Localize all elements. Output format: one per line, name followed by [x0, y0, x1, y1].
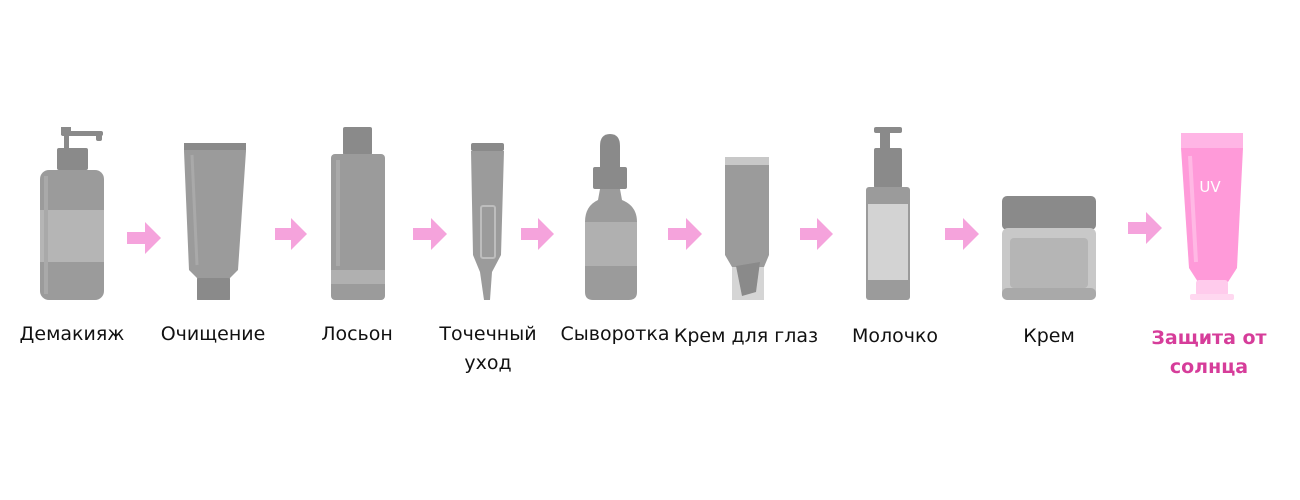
lotion-bottle-icon	[331, 127, 385, 300]
step-label-serum: Сыворотка	[560, 323, 670, 345]
pump-flask-icon	[866, 127, 910, 300]
arrow-icon	[1128, 212, 1162, 244]
step-label-milk: Молочко	[851, 325, 939, 347]
cream-jar-icon	[1002, 196, 1096, 300]
arrow-icon	[127, 222, 161, 254]
spot-treatment-tube-icon	[471, 143, 504, 300]
eye-cream-tube-icon	[725, 157, 769, 300]
uv-badge-text: UV	[1199, 178, 1221, 196]
step-label-makeup-removal: Демакияж	[19, 323, 125, 345]
arrow-icon	[275, 218, 307, 250]
step-label-lotion: Лосьон	[321, 323, 393, 345]
arrow-icon	[413, 218, 447, 250]
step-label-eye-cream: Крем для глаз	[673, 325, 819, 347]
step-label-cleansing: Очищение	[160, 323, 266, 345]
arrow-icon	[945, 218, 979, 250]
sunscreen-tube-icon: UV	[1181, 133, 1243, 300]
arrow-icon	[800, 218, 833, 250]
tube-icon	[184, 143, 246, 300]
step-label-sun-protection: Защита от солнца	[1151, 327, 1267, 378]
step-label-spot-treatment: Точечный уход	[439, 323, 537, 374]
pump-bottle-icon	[40, 127, 104, 300]
dropper-bottle-icon	[585, 134, 637, 300]
arrow-icon	[668, 218, 702, 250]
arrow-icon	[521, 218, 554, 250]
step-label-cream: Крем	[1023, 325, 1075, 347]
